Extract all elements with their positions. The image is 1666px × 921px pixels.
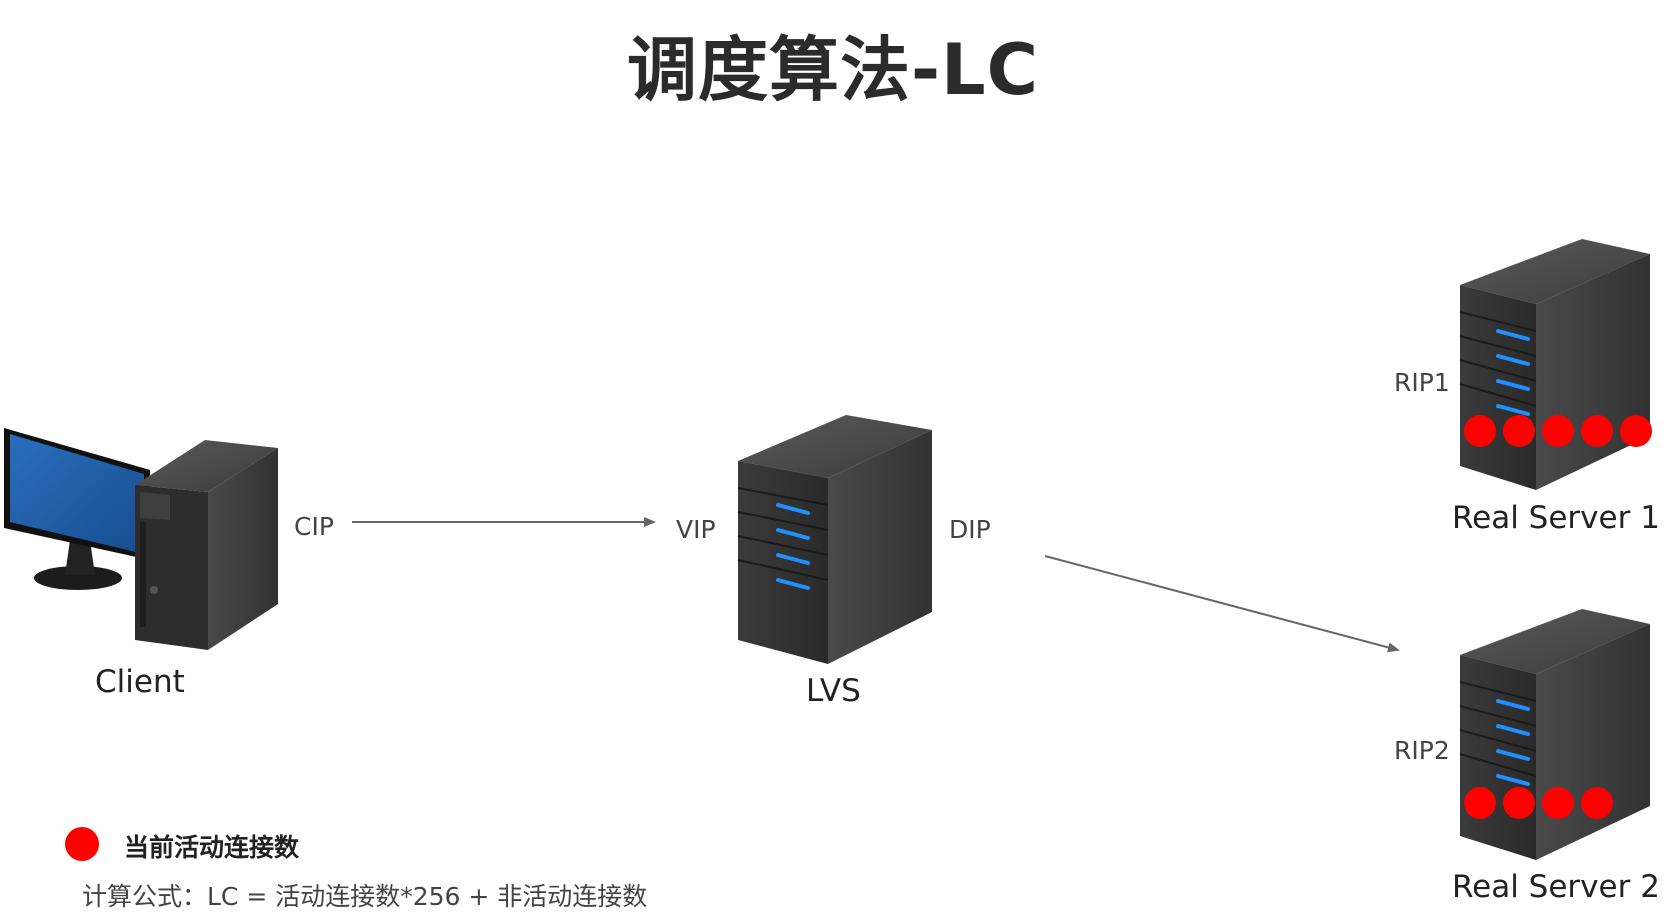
rs2-connection-dots <box>1464 787 1613 819</box>
legend-label: 当前活动连接数 <box>124 833 300 862</box>
real-server-2-icon <box>1459 609 1650 860</box>
lvs-to-rs2-arrow <box>1044 555 1400 653</box>
real-server-1-label: Real Server 1 <box>1452 500 1660 536</box>
formula-text: 计算公式：LC = 活动连接数*256 + 非活动连接数 <box>82 882 648 911</box>
diagram-title: 调度算法-LC <box>626 29 1040 111</box>
legend-dot <box>65 827 99 861</box>
rs2-connection-dot <box>1542 787 1574 819</box>
lvs-label: LVS <box>806 673 861 709</box>
cip-label: CIP <box>294 512 334 541</box>
rs1-connection-dot <box>1542 415 1574 447</box>
rip2-label: RIP2 <box>1394 736 1450 765</box>
client-label: Client <box>95 664 185 700</box>
real-server-2-label: Real Server 2 <box>1452 869 1660 905</box>
vip-label: VIP <box>676 515 716 544</box>
rs2-connection-dot <box>1581 787 1613 819</box>
rs1-connection-dot <box>1464 415 1496 447</box>
rs1-connection-dots <box>1464 415 1652 447</box>
client-computer-icon <box>4 428 278 650</box>
rip1-label: RIP1 <box>1394 368 1450 397</box>
rs1-connection-dot <box>1620 415 1652 447</box>
rs2-connection-dot <box>1464 787 1496 819</box>
dip-label: DIP <box>949 515 991 544</box>
rs2-connection-dot <box>1503 787 1535 819</box>
rs1-connection-dot <box>1581 415 1613 447</box>
lvs-server-icon <box>737 415 932 664</box>
real-server-1-icon <box>1459 239 1650 490</box>
rs1-connection-dot <box>1503 415 1535 447</box>
